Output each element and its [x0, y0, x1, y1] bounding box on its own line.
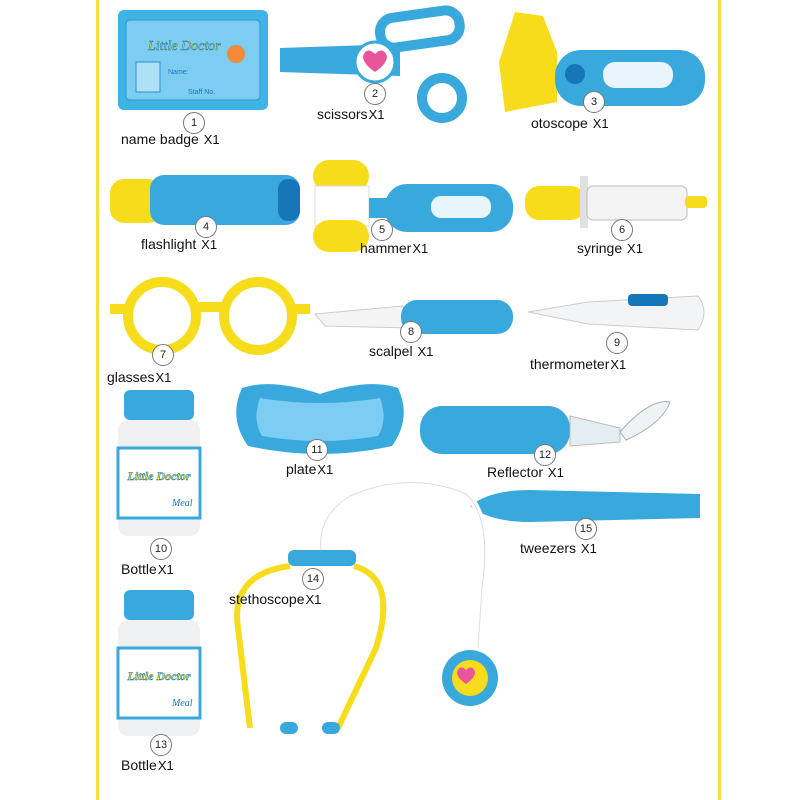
item-number: 13: [150, 734, 172, 756]
bottle-icon: Little Doctor Meal: [116, 390, 202, 536]
syringe-icon: [525, 176, 707, 228]
item-caption: flashlight X1: [141, 236, 218, 252]
item-caption: tweezers X1: [520, 540, 597, 556]
flashlight-icon: [110, 175, 300, 225]
item-caption: thermometerX1: [530, 356, 627, 372]
scissors-icon: [280, 5, 467, 123]
bottle-label-text: Little Doctor: [127, 669, 191, 683]
bottle-icon: Little Doctor Meal: [116, 590, 202, 736]
item-caption: otoscope X1: [531, 115, 609, 131]
item-number: 5: [371, 219, 393, 241]
tweezers-icon: [470, 490, 700, 522]
item-number: 6: [611, 219, 633, 241]
reflector-icon: [420, 401, 671, 454]
bottle-sub-text: Meal: [171, 498, 193, 509]
item-caption: plateX1: [286, 461, 334, 477]
frame-right-border: [718, 0, 721, 800]
item-caption: BottleX1: [121, 561, 174, 577]
item-number: 11: [306, 439, 328, 461]
thermometer-icon: [527, 294, 705, 331]
item-number: 1: [183, 112, 205, 134]
item-caption: scissorsX1: [317, 106, 385, 122]
plate-icon: [236, 384, 404, 454]
scalpel-icon: [314, 300, 513, 334]
name-badge-icon: Little Doctor Name: Staff No.: [118, 10, 268, 110]
item-number: 12: [534, 444, 556, 466]
hammer-icon: [313, 160, 513, 252]
item-caption: Reflector X1: [487, 464, 564, 480]
item-number: 9: [606, 332, 628, 354]
item-caption: glassesX1: [107, 369, 172, 385]
item-number: 4: [195, 216, 217, 238]
item-caption: syringe X1: [577, 240, 643, 256]
item-caption: stethoscopeX1: [229, 591, 322, 607]
item-caption: scalpel X1: [369, 343, 434, 359]
item-caption: name badge X1: [121, 131, 220, 147]
glasses-icon: [110, 277, 310, 355]
item-number: 10: [150, 538, 172, 560]
stethoscope-icon: [234, 479, 498, 734]
bottle-label-text: Little Doctor: [127, 469, 191, 483]
item-caption: BottleX1: [121, 757, 174, 773]
frame-left-border: [96, 0, 99, 800]
item-number: 8: [400, 321, 422, 343]
item-caption: hammerX1: [360, 240, 429, 256]
item-number: 15: [575, 518, 597, 540]
item-number: 14: [302, 568, 324, 590]
bottle-sub-text: Meal: [171, 698, 193, 709]
item-number: 3: [583, 91, 605, 113]
badge-name-text: Name:: [168, 69, 189, 76]
item-number: 7: [152, 344, 174, 366]
badge-title-text: Little Doctor: [147, 39, 221, 54]
item-number: 2: [364, 83, 386, 105]
badge-staff-text: Staff No.: [188, 89, 215, 96]
